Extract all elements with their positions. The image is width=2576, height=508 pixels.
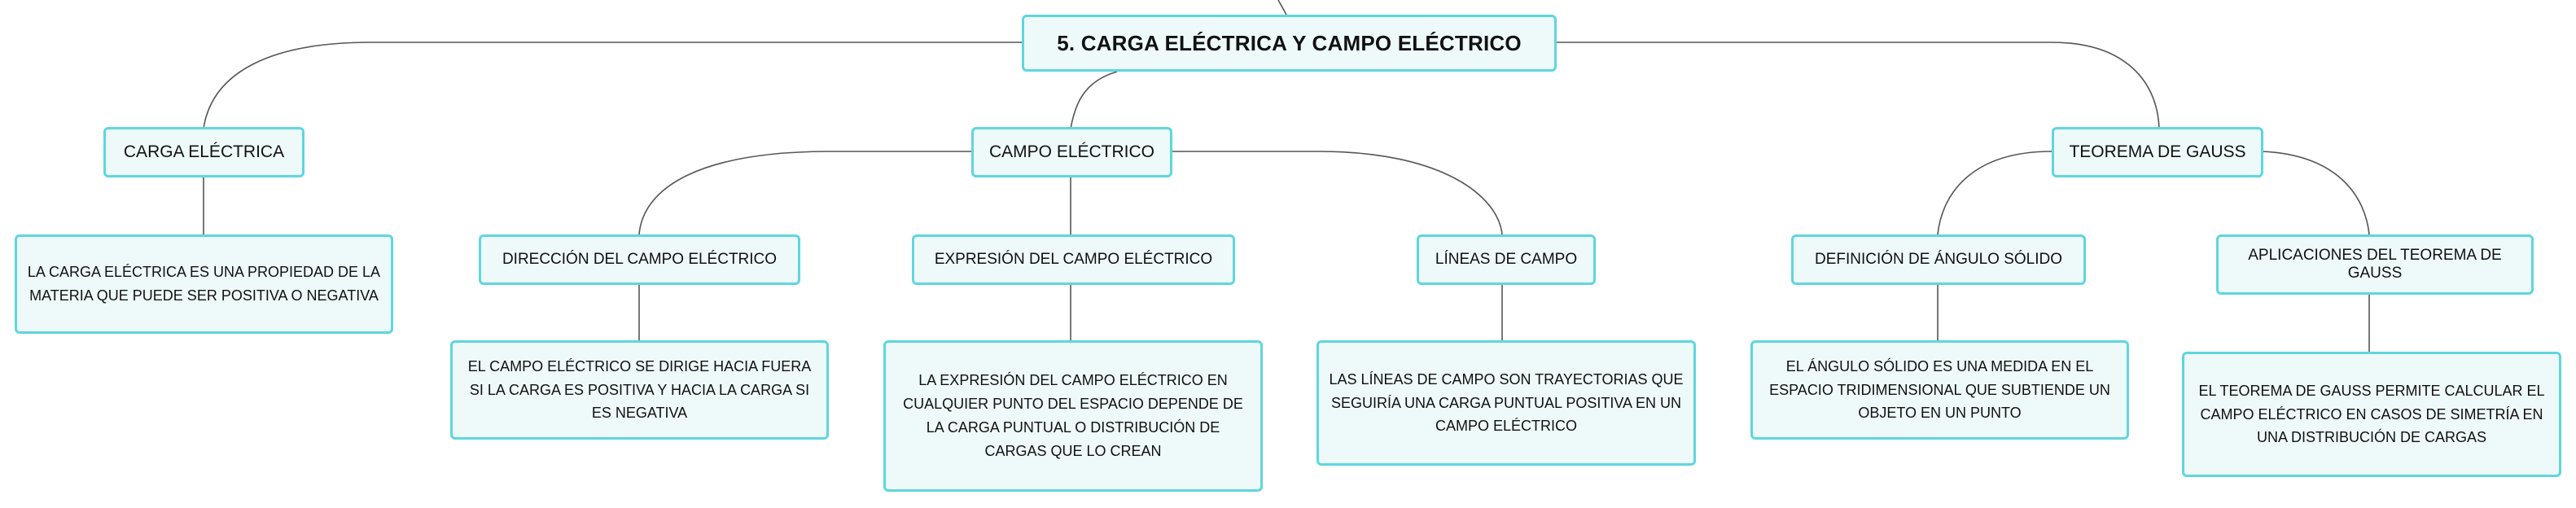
detail-lineas-campo-text: LAS LÍNEAS DE CAMPO SON TRAYECTORIAS QUE…: [1329, 370, 1684, 435]
detail-lineas-campo[interactable]: LAS LÍNEAS DE CAMPO SON TRAYECTORIAS QUE…: [1316, 340, 1696, 466]
detail-aplicaciones-gauss[interactable]: EL TEOREMA DE GAUSS PERMITE CALCULAR EL …: [2182, 352, 2561, 477]
subtopic-angulo-solido-label: DEFINICIÓN DE ÁNGULO SÓLIDO: [1814, 251, 2063, 268]
subtopic-lineas-campo-label: LÍNEAS DE CAMPO: [1435, 251, 1578, 268]
root-topic-label: 5. CARGA ELÉCTRICA Y CAMPO ELÉCTRICO: [1057, 30, 1522, 55]
topic-teorema-de-gauss-label: TEOREMA DE GAUSS: [2069, 142, 2246, 161]
subtopic-lineas-campo[interactable]: LÍNEAS DE CAMPO: [1417, 234, 1596, 285]
subtopic-direccion-campo-label: DIRECCIÓN DEL CAMPO ELÉCTRICO: [502, 251, 778, 268]
subtopic-aplicaciones-gauss-label: APLICACIONES DEL TEOREMA DE GAUSS: [2248, 247, 2502, 282]
root-topic[interactable]: 5. CARGA ELÉCTRICA Y CAMPO ELÉCTRICO: [1022, 15, 1557, 72]
connector-gauss-aplicaciones: [2261, 151, 2370, 235]
detail-carga-electrica-text: LA CARGA ELÉCTRICA ES UNA PROPIEDAD DE L…: [27, 264, 381, 304]
connector-gauss-angulo: [1937, 151, 2052, 235]
subtopic-direccion-campo[interactable]: DIRECCIÓN DEL CAMPO ELÉCTRICO: [479, 234, 800, 285]
subtopic-expresion-campo-label: EXPRESIÓN DEL CAMPO ELÉCTRICO: [934, 251, 1213, 268]
subtopic-angulo-solido[interactable]: DEFINICIÓN DE ÁNGULO SÓLIDO: [1791, 234, 2086, 285]
connector-root-campo: [1070, 71, 1118, 129]
detail-direccion-campo[interactable]: EL CAMPO ELÉCTRICO SE DIRIGE HACIA FUERA…: [450, 340, 829, 440]
subtopic-expresion-campo[interactable]: EXPRESIÓN DEL CAMPO ELÉCTRICO: [912, 234, 1235, 285]
detail-expresion-campo[interactable]: LA EXPRESIÓN DEL CAMPO ELÉCTRICO EN CUAL…: [883, 340, 1263, 492]
topic-campo-electrico-label: CAMPO ELÉCTRICO: [988, 142, 1155, 161]
topic-teorema-de-gauss[interactable]: TEOREMA DE GAUSS: [2052, 127, 2263, 177]
connector-campo-lineas: [1170, 151, 1503, 235]
topic-carga-electrica[interactable]: CARGA ELÉCTRICA: [103, 127, 304, 177]
detail-angulo-solido[interactable]: EL ÁNGULO SÓLIDO ES UNA MEDIDA EN EL ESP…: [1750, 340, 2129, 440]
detail-carga-electrica[interactable]: LA CARGA ELÉCTRICA ES UNA PROPIEDAD DE L…: [15, 234, 393, 334]
detail-aplicaciones-gauss-text: EL TEOREMA DE GAUSS PERMITE CALCULAR EL …: [2198, 382, 2545, 446]
connector-root-carga: [203, 42, 1022, 129]
detail-expresion-campo-text: LA EXPRESIÓN DEL CAMPO ELÉCTRICO EN CUAL…: [903, 372, 1243, 459]
connector-campo-direccion: [638, 151, 971, 235]
detail-direccion-campo-text: EL CAMPO ELÉCTRICO SE DIRIGE HACIA FUERA…: [467, 357, 812, 422]
connector-root-gauss: [1557, 42, 2160, 129]
topic-carga-electrica-label: CARGA ELÉCTRICA: [123, 142, 285, 161]
connector-parent-root: [1277, 0, 1287, 15]
subtopic-aplicaciones-gauss[interactable]: APLICACIONES DEL TEOREMA DE GAUSS: [2216, 234, 2534, 295]
topic-campo-electrico[interactable]: CAMPO ELÉCTRICO: [971, 127, 1172, 177]
detail-angulo-solido-text: EL ÁNGULO SÓLIDO ES UNA MEDIDA EN EL ESP…: [1769, 357, 2110, 422]
